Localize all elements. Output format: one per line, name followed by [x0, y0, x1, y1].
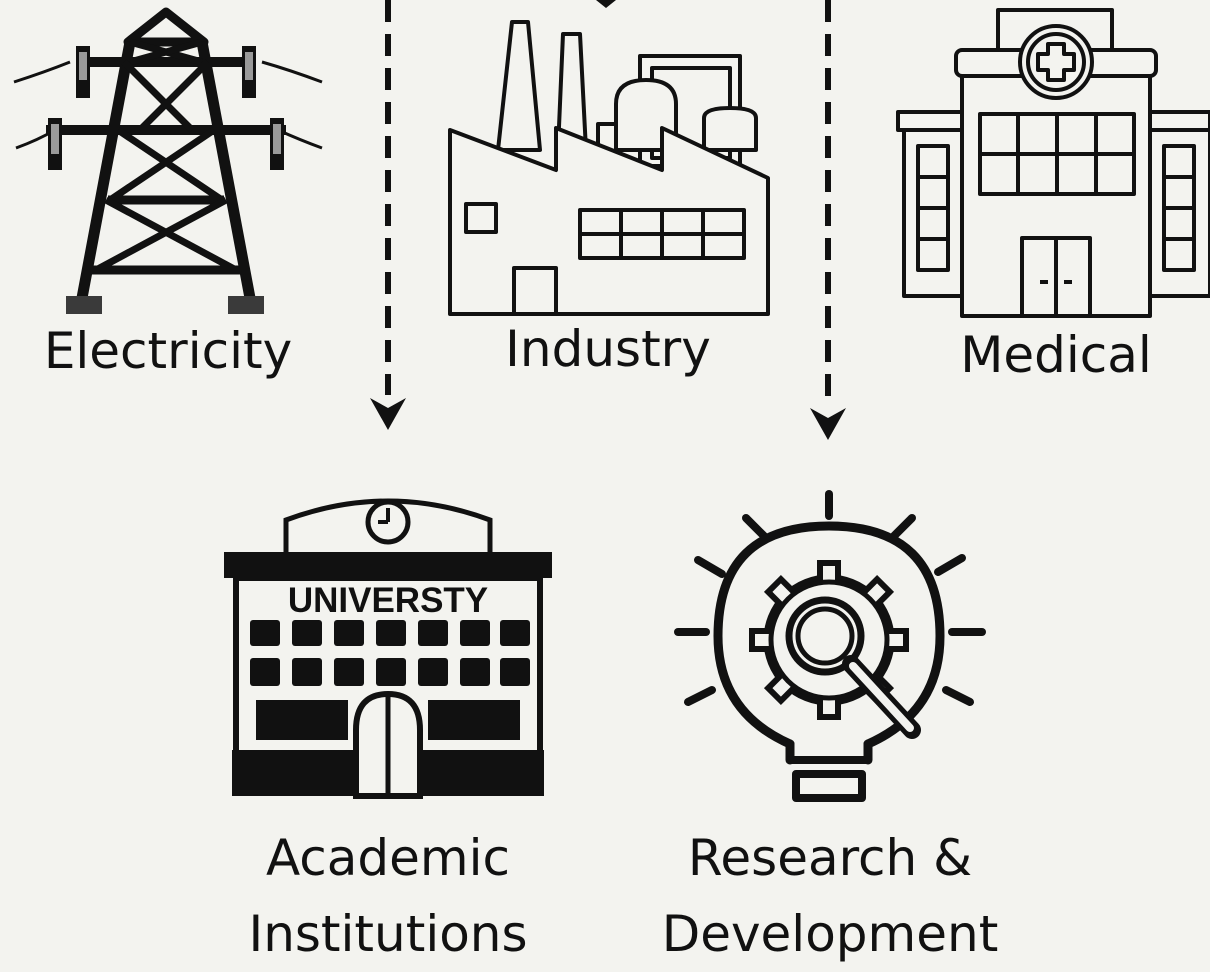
- power-tower-insulators: [48, 46, 284, 314]
- academic-label-line1: Academic: [265, 829, 511, 887]
- lightbulb-gear-icon: [674, 490, 986, 802]
- industry-label: Industry: [505, 320, 711, 378]
- university-building-icon: UNIVERSTY: [224, 498, 552, 799]
- electricity-label: Electricity: [43, 322, 293, 380]
- research-development-label: Research & Development: [662, 820, 999, 972]
- academic-institutions-label: Academic Institutions: [248, 820, 527, 972]
- top-arrow: [596, 0, 616, 8]
- power-tower-icon: [13, 7, 323, 300]
- academic-label-line2: Institutions: [248, 905, 528, 963]
- research-label-line1: Research &: [687, 829, 973, 887]
- right-dashed-arrow: [810, 0, 846, 440]
- factory-icon: [448, 20, 770, 316]
- hospital-icon: [896, 8, 1210, 318]
- left-dashed-arrow: [370, 0, 406, 430]
- medical-label: Medical: [960, 326, 1152, 384]
- research-label-line2: Development: [661, 905, 999, 963]
- university-sign-text: UNIVERSTY: [288, 581, 488, 620]
